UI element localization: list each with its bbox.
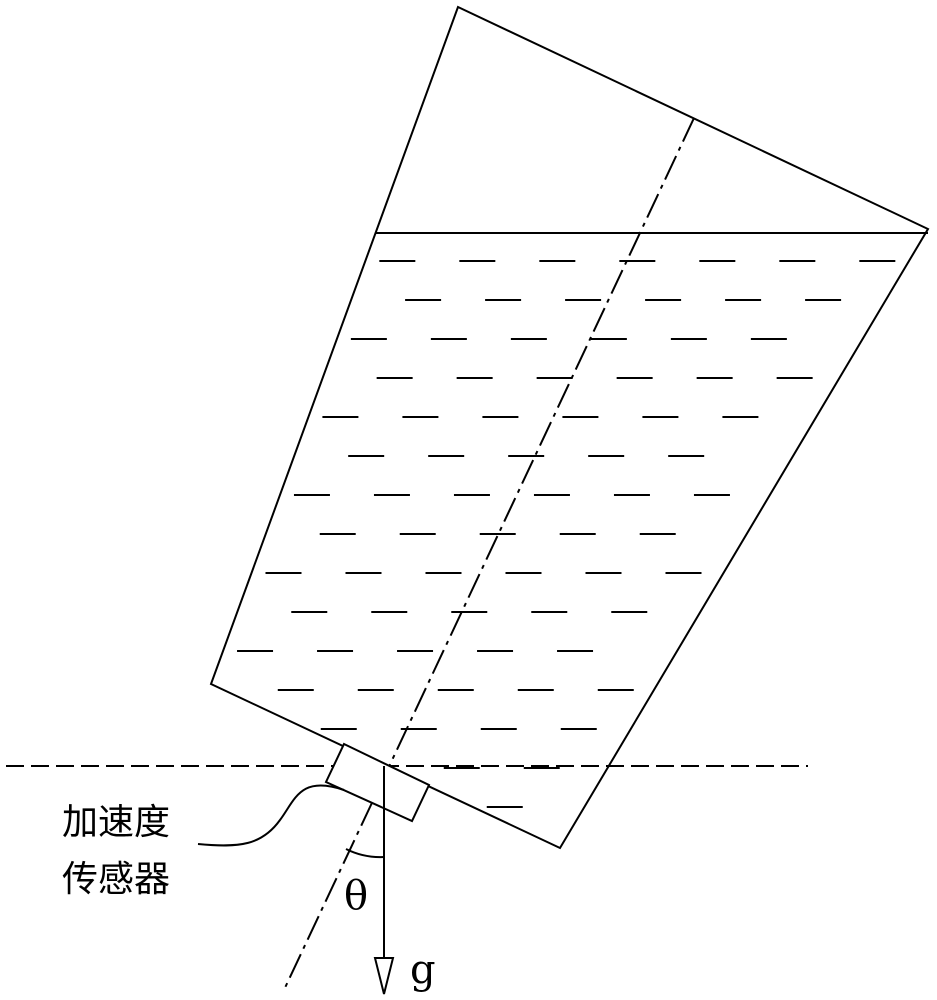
sensor-leader-line <box>197 784 345 847</box>
container-axis-line <box>282 117 695 993</box>
liquid-fill <box>237 260 896 808</box>
theta-label: θ <box>344 873 369 919</box>
accelerometer-sensor <box>324 742 431 823</box>
gravity-arrowhead <box>373 957 395 995</box>
theta-angle-arc <box>345 848 385 859</box>
sensor-label-line1: 加速度 <box>62 802 171 843</box>
container-outline <box>209 5 930 850</box>
gravity-label: g <box>410 947 436 993</box>
sensor-label-line2: 传感器 <box>62 859 171 900</box>
